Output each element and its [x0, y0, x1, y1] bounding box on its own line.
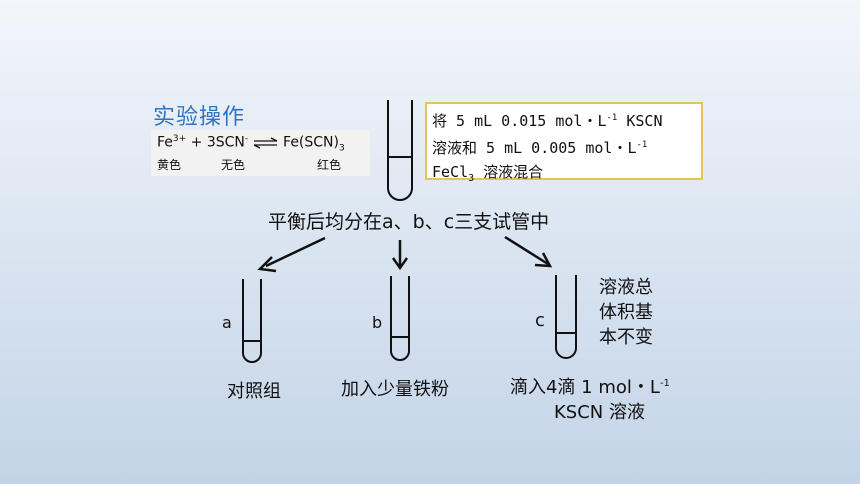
equation-color-labels: 黄色 无色 红色	[157, 156, 367, 172]
arrow-to-c	[504, 235, 553, 268]
tube-c-caption-line2: KSCN 溶液	[554, 402, 645, 423]
procedure-box: 将 5 mL 0.015 mol・L-1 KSCN 溶液和 5 mL 0.005…	[425, 102, 703, 184]
line1-exponent: -1	[606, 113, 618, 123]
plus-sign: +	[190, 134, 203, 151]
fe-charge: 3+	[172, 134, 187, 144]
caption-c-text: 滴入4滴 1 mol・L	[510, 377, 660, 398]
tube-a	[242, 279, 262, 363]
arrow-to-a	[257, 236, 326, 273]
equation-box: Fe3+ + 3SCN- Fe(SCN)3 黄色 无色 红色	[151, 130, 370, 176]
split-instruction: 平衡后均分在a、b、c三支试管中	[268, 211, 550, 233]
tube-b-label: b	[372, 313, 383, 332]
equilibrium-arrows-icon	[253, 137, 277, 149]
label-red: 红色	[317, 158, 342, 172]
product-subscript: 3	[339, 143, 345, 154]
scn-charge: -	[244, 134, 249, 144]
volume-note: 溶液总 体积基 本不变	[599, 275, 653, 350]
line1-text: 将 5 mL 0.015 mol・L	[432, 112, 607, 130]
tube-c-caption-line1: 滴入4滴 1 mol・L-1	[510, 373, 670, 399]
tube-c-label: c	[535, 310, 545, 331]
caption-c-exponent: -1	[659, 378, 670, 389]
label-yellow: 黄色	[157, 158, 182, 172]
section-title: 实验操作	[153, 105, 246, 130]
tube-c	[555, 275, 577, 359]
line3-text: 溶液混合	[474, 163, 544, 181]
note-line: 体积基	[599, 302, 653, 323]
reactant-fe: Fe	[157, 134, 173, 151]
procedure-line-2: 溶液和 5 mL 0.005 mol・L-1	[432, 133, 701, 160]
mixing-tube	[387, 100, 413, 201]
line1-reagent: KSCN	[617, 112, 663, 130]
note-line: 本不变	[599, 327, 653, 348]
line2-text: 溶液和 5 mL 0.005 mol・L	[432, 139, 637, 157]
note-line: 溶液总	[599, 277, 653, 298]
tube-a-label: a	[222, 313, 232, 332]
line3-subscript: 3	[468, 173, 475, 184]
label-colorless: 无色	[221, 158, 246, 172]
procedure-line-3: FeCl3 溶液混合	[432, 160, 701, 191]
line3-reagent: FeCl	[432, 163, 469, 181]
reactant-scn: 3SCN	[206, 134, 245, 151]
equilibrium-equation: Fe3+ + 3SCN- Fe(SCN)3	[157, 134, 345, 153]
arrow-to-b	[391, 240, 409, 271]
tube-b	[390, 276, 410, 361]
tube-a-caption: 对照组	[227, 381, 281, 402]
product-fescn: Fe(SCN)	[283, 134, 339, 151]
procedure-line-1: 将 5 mL 0.015 mol・L-1 KSCN	[432, 106, 701, 133]
tube-b-caption: 加入少量铁粉	[341, 379, 449, 400]
line2-exponent: -1	[636, 140, 648, 150]
